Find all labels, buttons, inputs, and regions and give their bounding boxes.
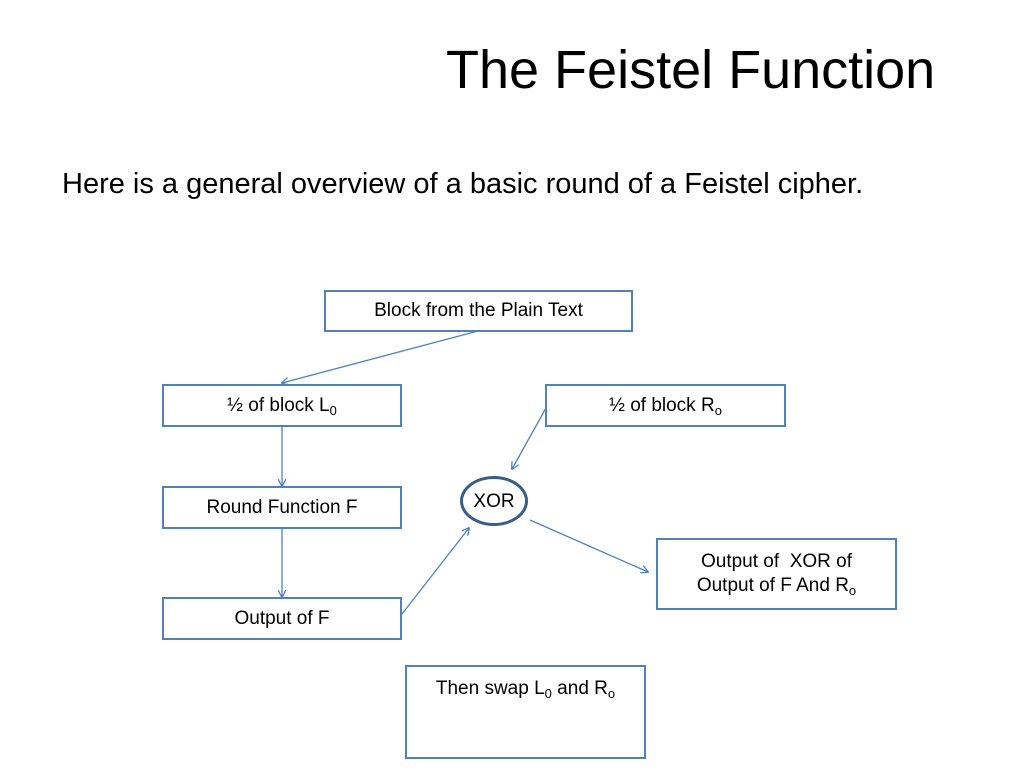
xor-output-text: Output of XOR of Output of F And Ro [697,550,856,598]
swap-label: Then swap L0 and Ro [436,677,615,701]
right-half-label: ½ of block Ro [609,394,722,418]
swap-box: Then swap L0 and Ro [405,665,646,759]
right-half-subscript: o [714,402,722,418]
arrow-right-half-to-xor [512,407,547,469]
xor-output-line-2: Output of F And R [696,575,849,596]
slide-subtitle: Here is a general overview of a basic ro… [62,168,864,200]
xor-output-line-1: Output of XOR of [700,551,852,572]
round-function-box: Round Function F [162,486,402,529]
swap-subscript-l: 0 [544,686,552,701]
left-half-subscript: 0 [329,402,337,418]
xor-label: XOR [473,491,515,512]
xor-node: XOR [460,476,528,526]
output-f-label: Output of F [234,607,330,629]
swap-prefix: Then swap L [435,678,545,699]
right-half-box: ½ of block Ro [545,384,786,427]
arrow-output-f-to-xor [401,528,469,615]
swap-middle: and R [551,678,608,699]
left-half-text: ½ of block L [227,394,330,416]
arrow-xor-to-output [529,519,648,572]
plain-text-block-box: Block from the Plain Text [324,290,633,332]
swap-subscript-r: o [607,686,616,701]
xor-output-box: Output of XOR of Output of F And Ro [656,538,897,610]
slide-title: The Feistel Function [446,40,936,100]
arrow-plaintext-to-left-half [282,330,479,383]
xor-output-line-2-wrap: Output of F And Ro [697,574,856,598]
right-half-text: ½ of block R [609,394,715,416]
left-half-label: ½ of block L0 [227,394,337,418]
plain-text-block-label: Block from the Plain Text [374,300,583,321]
xor-output-subscript: o [848,583,857,598]
output-f-box: Output of F [162,597,402,640]
round-function-label: Round Function F [206,496,358,518]
left-half-box: ½ of block L0 [162,384,402,427]
